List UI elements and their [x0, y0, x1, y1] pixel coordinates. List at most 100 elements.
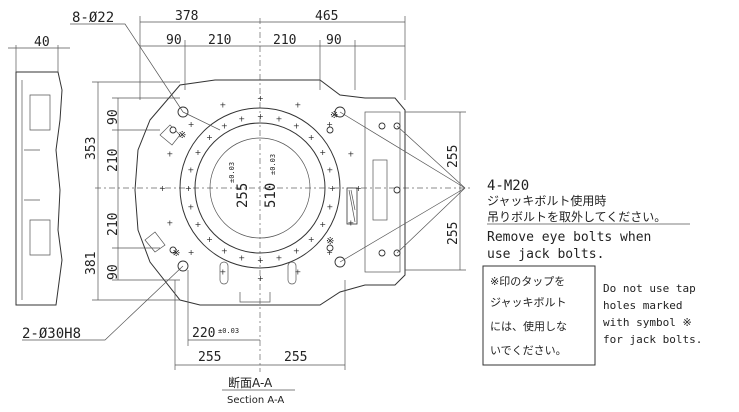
- bolt-hole-mark: +: [206, 133, 213, 142]
- bolt-hole-mark: +: [185, 184, 192, 193]
- center-lines: [95, 18, 470, 372]
- dim-90-right: 90: [326, 33, 342, 48]
- corner-holes: ※ ※ ※ ※: [169, 106, 401, 285]
- bolt-hole-mark: +: [221, 246, 228, 255]
- dim-510-center: 510: [263, 183, 279, 208]
- center-dimensions: 255 ±0.03 510 ±0.03: [228, 154, 279, 208]
- section-jp: 断面A-A: [228, 375, 273, 390]
- callouts: 8-Ø22 2-Ø30H8 4-M20 ジャッキボルト使用時 吊りボルトを取外し…: [22, 10, 690, 342]
- box-en-line3: with symbol ※: [603, 316, 692, 329]
- bolt-hole-mark: +: [238, 254, 245, 263]
- dim-255-bottom-right: 255: [284, 350, 307, 365]
- dim-255-tol: ±0.03: [228, 162, 236, 183]
- outer-hole-mark: +: [257, 94, 264, 103]
- callout-tap: 4-M20: [487, 178, 529, 194]
- bolt-hole-mark: +: [308, 133, 315, 142]
- bolt-hole-mark: +: [195, 220, 202, 229]
- asterisk-mark: ※: [330, 110, 338, 121]
- dim-255-right-bottom: 255: [446, 222, 461, 245]
- dim-90-left: 90: [166, 33, 182, 48]
- box-en-line2: holes marked: [603, 299, 682, 312]
- main-plate: [134, 79, 406, 306]
- outer-hole-mark: +: [219, 101, 226, 110]
- box-en-line4: for jack bolts.: [603, 333, 702, 346]
- en-note-line1: Remove eye bolts when: [487, 230, 651, 245]
- outer-hole-mark: +: [326, 120, 333, 129]
- dim-90-top: 90: [106, 109, 121, 125]
- outer-hole-mark: +: [188, 248, 195, 257]
- jp-note-line2: 吊りボルトを取外してください。: [487, 210, 666, 224]
- bolt-hole-mark: +: [238, 114, 245, 123]
- dim-378: 378: [175, 9, 198, 24]
- leaders: [22, 23, 466, 341]
- bolt-hole-mark: +: [276, 114, 283, 123]
- outer-hole-mark: +: [295, 101, 302, 110]
- central-bore: [179, 107, 341, 269]
- outer-hole-mark: +: [219, 267, 226, 276]
- dim-220: 220: [192, 326, 215, 341]
- bolt-hole-mark: +: [187, 165, 194, 174]
- dim-40: 40: [34, 35, 50, 50]
- asterisk-mark: ※: [326, 236, 334, 247]
- outer-hole-mark: +: [188, 120, 195, 129]
- bolt-hole-mark: +: [293, 122, 300, 131]
- callout-8-holes: 8-Ø22: [72, 10, 114, 26]
- bolt-hole-mark: +: [327, 203, 334, 212]
- dim-210-right: 210: [273, 33, 296, 48]
- left-dimensions: 353 381 90 210 210 90: [84, 81, 180, 301]
- outer-hole-mark: +: [166, 219, 173, 228]
- dim-255-center: 255: [235, 183, 251, 208]
- outer-hole-mark: +: [326, 248, 333, 257]
- bolt-hole-mark: +: [221, 122, 228, 131]
- box-jp-line3: には、使用しな: [490, 320, 567, 333]
- bottom-dimensions: 220 ±0.03 255 255: [174, 270, 346, 370]
- dim-90-bottom: 90: [106, 264, 121, 280]
- bolt-hole-mark: +: [319, 148, 326, 157]
- bolt-hole-mark: +: [276, 254, 283, 263]
- outer-hole-mark: +: [348, 149, 355, 158]
- outer-hole-mark: +: [257, 274, 264, 283]
- asterisk-mark: ※: [178, 130, 186, 141]
- dim-353: 353: [84, 137, 99, 160]
- bolt-hole-mark: +: [257, 112, 264, 121]
- outer-hole-mark: +: [159, 184, 166, 193]
- dim-210-left: 210: [208, 33, 231, 48]
- dim-220-tol: ±0.03: [218, 327, 239, 335]
- jp-note-line1: ジャッキボルト使用時: [487, 193, 606, 208]
- callout-2-holes: 2-Ø30H8: [22, 326, 81, 342]
- box-jp-line1: ※印のタップを: [490, 275, 565, 288]
- top-dimensions: 378 465 90 210 210 90 40: [34, 9, 406, 100]
- dim-255-right-top: 255: [446, 145, 461, 168]
- box-jp-line2: ジャッキボルト: [490, 296, 566, 309]
- outer-hole-mark: +: [355, 184, 362, 193]
- dim-510-tol: ±0.03: [269, 154, 277, 175]
- bolt-hole-mark: +: [319, 220, 326, 229]
- bolt-hole-mark: +: [329, 184, 336, 193]
- asterisk-mark: ※: [172, 248, 180, 259]
- dim-381: 381: [84, 252, 99, 275]
- outer-hole-mark: +: [166, 149, 173, 158]
- bolt-circle-holes: + + + + + + + + + + + + + + + + + + + + + + + + + + + + + + + + + + + + + + + +: [159, 94, 362, 283]
- dim-255-bottom-left: 255: [198, 350, 221, 365]
- en-note-line2: use jack bolts.: [487, 247, 604, 262]
- bolt-hole-mark: +: [327, 165, 334, 174]
- box-en-line1: Do not use tap: [603, 282, 696, 295]
- bolt-hole-mark: +: [187, 203, 194, 212]
- right-dimensions: 255 255: [405, 111, 466, 271]
- boxed-note: ※印のタップを ジャッキボルト には、使用しな いでください。 Do not u…: [482, 265, 702, 366]
- bolt-hole-mark: +: [293, 246, 300, 255]
- outer-hole-mark: +: [295, 267, 302, 276]
- side-view: [8, 45, 70, 306]
- bolt-hole-mark: +: [257, 256, 264, 265]
- section-title: 断面A-A Section A-A: [222, 375, 295, 406]
- dim-210-top: 210: [106, 149, 121, 172]
- section-en: Section A-A: [227, 395, 284, 406]
- outer-hole-mark: +: [348, 219, 355, 228]
- dim-210-bottom: 210: [106, 213, 121, 236]
- dim-465: 465: [315, 9, 338, 24]
- bolt-hole-mark: +: [206, 235, 213, 244]
- box-jp-line4: いでください。: [490, 344, 567, 357]
- bolt-hole-mark: +: [195, 148, 202, 157]
- bolt-hole-mark: +: [308, 235, 315, 244]
